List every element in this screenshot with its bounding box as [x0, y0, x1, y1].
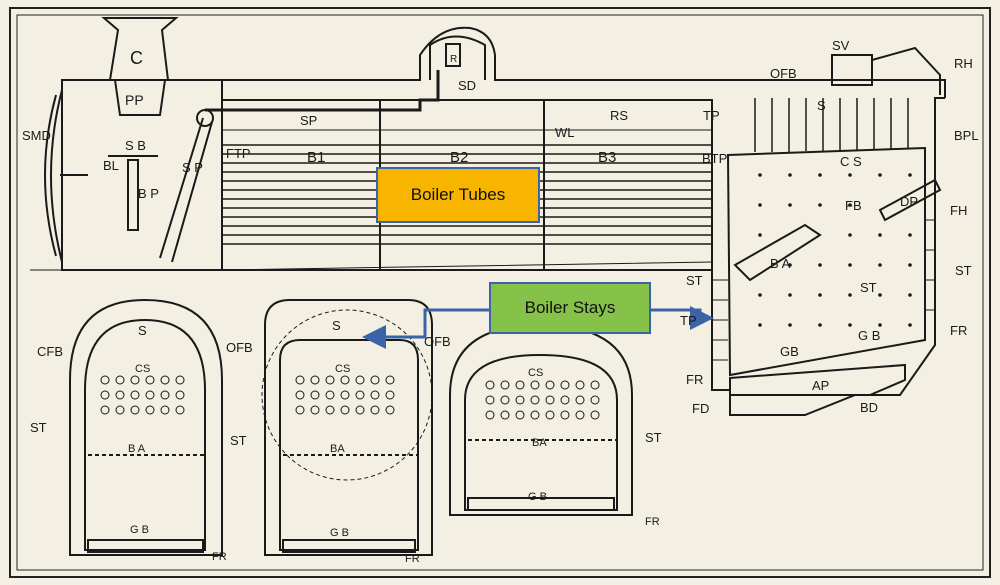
- cross-section-2: [261, 299, 433, 556]
- firebox-inner: [726, 146, 926, 377]
- label-ftp: FTP: [226, 146, 251, 161]
- blast-pipe: [127, 159, 139, 231]
- safety-valve: [831, 54, 873, 86]
- steam-dome: [429, 35, 486, 80]
- label-st-firebox: ST: [860, 280, 877, 295]
- label-dp: DP: [900, 194, 918, 209]
- side-stays: [712, 219, 935, 361]
- label-fr2: FR: [405, 553, 420, 565]
- label-ofb3: OFB: [424, 334, 451, 349]
- label-gb-1: G B: [130, 524, 149, 536]
- label-cfb: CFB: [37, 344, 63, 359]
- label-s2: S: [332, 318, 341, 333]
- label-r: R: [450, 54, 457, 65]
- label-rs: RS: [610, 108, 628, 123]
- label-cs-firebox: C S: [840, 154, 862, 169]
- label-ofb-top: OFB: [770, 66, 797, 81]
- petticoat-pipe: [114, 79, 166, 116]
- label-b2: B2: [450, 149, 468, 166]
- label-s1: S: [138, 323, 147, 338]
- label-btp: BTP: [702, 151, 727, 166]
- label-s-top: S: [817, 98, 826, 113]
- arrow-to-cross-section: [362, 308, 489, 349]
- steam-pipe-diagonal: [159, 117, 204, 259]
- label-bd: BD: [860, 400, 878, 415]
- label-gb-2: G B: [330, 527, 349, 539]
- firebox-outer: [711, 97, 945, 416]
- label-ba1: B A: [128, 443, 146, 455]
- label-gb-3: G B: [528, 491, 547, 503]
- label-tp-left: TP: [680, 313, 697, 328]
- label-fr1: FR: [212, 551, 227, 563]
- label-st2: ST: [230, 433, 247, 448]
- label-gb2: G B: [858, 328, 880, 343]
- label-st-right: ST: [955, 263, 972, 278]
- deflector-plate: [878, 178, 942, 222]
- outer-frame: [9, 7, 991, 578]
- label-cs1: CS: [135, 363, 150, 375]
- regulator-handle: [871, 46, 941, 95]
- label-st3: ST: [645, 430, 662, 445]
- label-sp: SP: [300, 113, 317, 128]
- label-ba2: BA: [330, 443, 345, 455]
- label-bl: BL: [103, 158, 119, 173]
- label-cs2: CS: [335, 363, 350, 375]
- smokebox-door: [50, 89, 63, 263]
- ashpan: [729, 363, 906, 396]
- label-sb: S B: [125, 138, 146, 153]
- boiler-stays-callout: Boiler Stays: [489, 282, 651, 334]
- label-ofb2: OFB: [226, 340, 253, 355]
- label-cs3: CS: [528, 367, 543, 379]
- label-gb1: GB: [780, 344, 799, 359]
- label-bp: B P: [138, 186, 159, 201]
- tube-plate-holes: [100, 375, 600, 420]
- boiler-outline: [222, 26, 946, 98]
- label-fr3: FR: [645, 516, 660, 528]
- arrow-to-firebox: [651, 306, 714, 330]
- label-ap: AP: [812, 378, 829, 393]
- label-fb: FB: [845, 198, 862, 213]
- roof-stays: [754, 98, 909, 152]
- label-c: C: [130, 48, 143, 68]
- stays-callout-arrows: [362, 306, 714, 349]
- label-st-left-firebox: ST: [686, 273, 703, 288]
- label-fh: FH: [950, 203, 967, 218]
- label-wl: WL: [555, 125, 575, 140]
- inner-frame: [16, 14, 984, 571]
- boiler-tubes-callout: Boiler Tubes: [376, 167, 540, 223]
- label-fr-right: FR: [950, 323, 967, 338]
- label-fr-left-firebox: FR: [686, 372, 703, 387]
- label-b3: B3: [598, 149, 616, 166]
- label-smd: SMD: [22, 128, 51, 143]
- label-b1: B1: [307, 149, 325, 166]
- label-pp: PP: [125, 92, 144, 108]
- label-ba-firebox: B A: [770, 256, 791, 271]
- label-sp-vertical: S P: [182, 160, 203, 175]
- cross-section-3: [449, 323, 633, 516]
- label-bpl: BPL: [954, 128, 979, 143]
- label-fd: FD: [692, 401, 709, 416]
- cross-section-1: [69, 298, 223, 556]
- label-tp: TP: [703, 108, 720, 123]
- label-sd: SD: [458, 78, 476, 93]
- label-ba3: BA: [532, 437, 547, 449]
- label-st1: ST: [30, 420, 47, 435]
- brick-arch: [733, 223, 822, 282]
- boiler-barrel: [221, 99, 713, 271]
- label-sv: SV: [832, 38, 850, 53]
- firebox-stay-dots: [758, 173, 912, 327]
- label-rh: RH: [954, 56, 973, 71]
